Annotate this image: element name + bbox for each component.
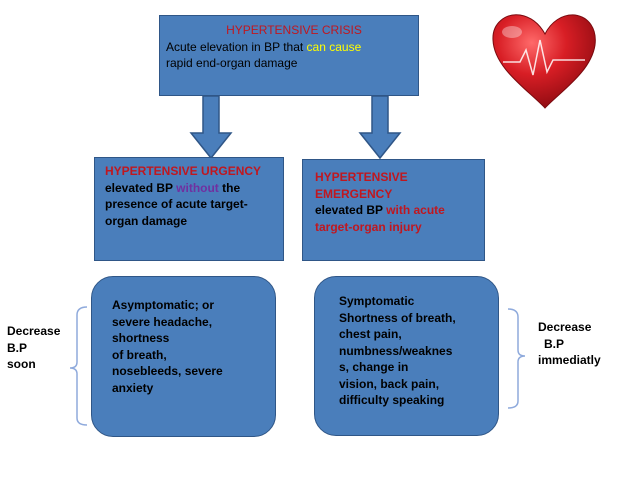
emergency-text-a: elevated BP	[315, 203, 387, 217]
urgency-text-a: elevated BP	[105, 180, 177, 195]
left-label-line: soon	[7, 357, 36, 371]
urgency-box: HYPERTENSIVE URGENCY elevated BP without…	[94, 157, 284, 261]
crisis-text: Acute elevation in BP that	[166, 39, 307, 54]
asymptomatic-line: Asymptomatic; or	[112, 298, 215, 312]
emergency-highlight: with acute target-organ injury	[315, 203, 445, 234]
decrease-bp-soon-label: Decrease B.P soon	[7, 323, 60, 373]
symptomatic-line: s, change in	[339, 360, 409, 374]
symptomatic-line: Symptomatic	[339, 294, 415, 308]
right-label-line: Decrease	[538, 320, 592, 334]
symptomatic-line: chest pain,	[339, 327, 402, 341]
symptomatic-line: difficulty speaking	[339, 393, 445, 407]
symptomatic-line: Shortness of breath,	[339, 310, 456, 325]
right-curly-brace	[507, 308, 526, 409]
urgency-text-c: the presence of acute target-organ damag…	[105, 180, 248, 228]
crisis-title: HYPERTENSIVE CRISIS	[226, 23, 362, 37]
crisis-highlight: can cause	[306, 39, 362, 54]
asymptomatic-line: of breath,	[112, 347, 167, 362]
left-label-line: Decrease	[7, 324, 61, 338]
crisis-box: HYPERTENSIVE CRISIS Acute elevation in B…	[159, 15, 419, 96]
asymptomatic-line: nosebleeds, severe	[112, 364, 223, 378]
symptomatic-box: Symptomatic Shortness of breath, chest p…	[314, 276, 499, 436]
down-arrow-left	[189, 95, 233, 160]
right-label-line: immediatly	[538, 353, 601, 367]
right-label-line: B.P	[544, 336, 565, 351]
emergency-box: HYPERTENSIVE EMERGENCY elevated BP with …	[302, 159, 485, 261]
symptomatic-line: numbness/weaknes	[339, 343, 453, 358]
left-label-line: B.P	[7, 340, 28, 355]
decrease-bp-immediately-label: Decrease B.P immediatly	[538, 319, 601, 369]
symptomatic-line: vision, back pain,	[339, 376, 440, 391]
emergency-title-2: EMERGENCY	[315, 186, 393, 201]
urgency-description: elevated BP without the presence of acut…	[105, 180, 273, 230]
asymptomatic-box: Asymptomatic; or severe headache, shortn…	[91, 276, 276, 437]
down-arrow-right	[358, 95, 402, 160]
urgency-title: HYPERTENSIVE URGENCY	[105, 164, 262, 178]
left-curly-brace	[69, 306, 88, 426]
emergency-description: elevated BP with acute target-organ inju…	[315, 202, 474, 235]
urgency-highlight: without	[176, 180, 219, 195]
crisis-line-2: rapid end-organ damage	[166, 56, 298, 70]
crisis-line-1: Acute elevation in BP that can cause	[166, 39, 412, 56]
asymptomatic-line: anxiety	[112, 380, 154, 395]
asymptomatic-line: shortness	[112, 331, 170, 345]
emergency-title-1: HYPERTENSIVE	[315, 170, 408, 184]
asymptomatic-line: severe headache,	[112, 314, 213, 329]
heart-with-pulse-icon	[492, 14, 596, 109]
